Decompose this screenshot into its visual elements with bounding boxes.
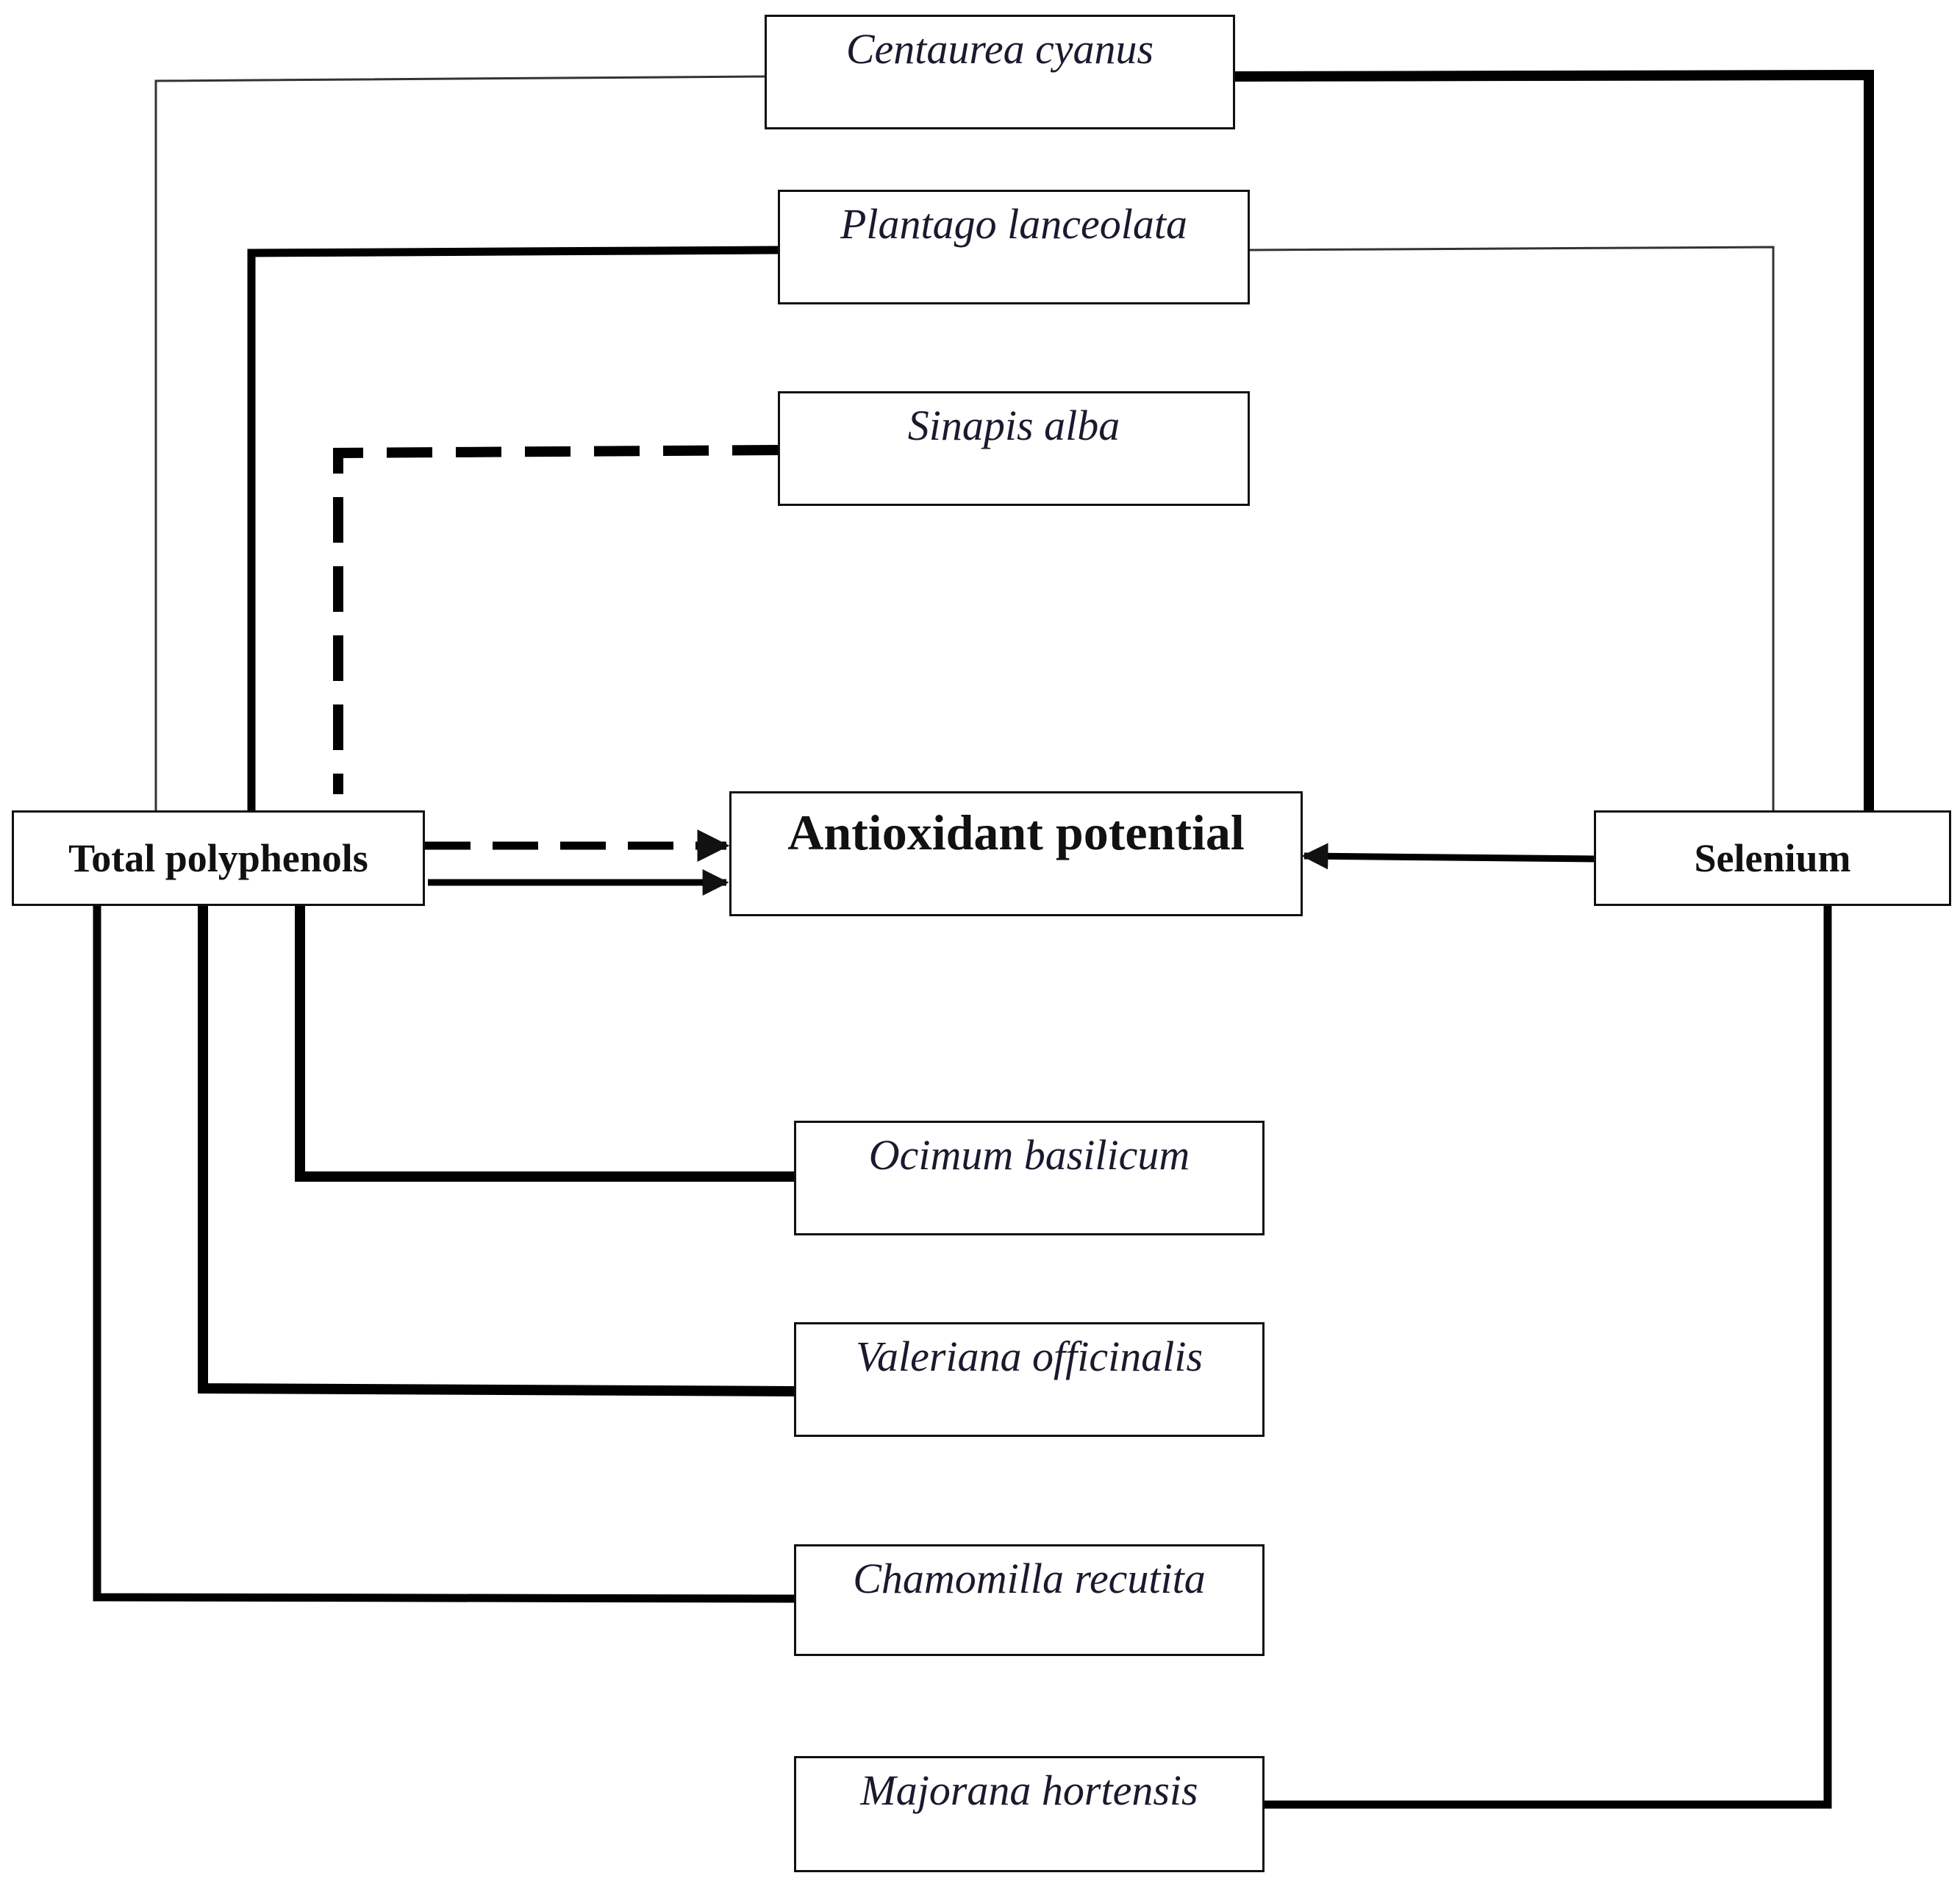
node-label: Chamomilla recutita: [853, 1555, 1206, 1602]
node-plantago-lanceolata: Plantago lanceolata: [778, 190, 1250, 304]
node-label: Antioxidant potential: [787, 804, 1245, 860]
link-centaurea-selenium: [1233, 69, 1874, 810]
node-antioxidant-potential: Antioxidant potential: [729, 791, 1303, 916]
node-label: Selenium: [1694, 836, 1851, 880]
link-ocimum-polyphenols: [295, 904, 794, 1182]
link-centaurea-polyphenols: [154, 75, 765, 810]
link-valeriana-polyphenols: [198, 904, 795, 1396]
node-label: Valeriana officinalis: [855, 1332, 1203, 1380]
node-label: Total polyphenols: [68, 836, 368, 880]
node-valeriana-officinalis: Valeriana officinalis: [794, 1322, 1265, 1437]
link-plantago-polyphenols: [247, 246, 779, 810]
node-label: Centaurea cyanus: [845, 25, 1154, 73]
link-plantago-selenium: [1248, 246, 1775, 810]
node-label: Majorana hortensis: [860, 1766, 1198, 1814]
node-label: Plantago lanceolata: [840, 200, 1187, 248]
node-label: Ocimum basilicum: [868, 1131, 1190, 1179]
node-ocimum-basilicum: Ocimum basilicum: [794, 1121, 1265, 1235]
node-selenium: Selenium: [1594, 810, 1951, 906]
node-total-polyphenols: Total polyphenols: [12, 810, 425, 906]
node-centaurea-cyanus: Centaurea cyanus: [765, 15, 1235, 129]
arrow-selenium-antioxidant: [1301, 843, 1595, 870]
node-label: Sinapis alba: [907, 402, 1120, 449]
node-chamomilla-recutita: Chamomilla recutita: [794, 1544, 1265, 1656]
node-sinapis-alba: Sinapis alba: [778, 391, 1250, 506]
link-majorana-selenium: [1263, 906, 1832, 1809]
link-chamomilla-polyphenols: [93, 904, 795, 1603]
link-sinapis-polyphenols: [333, 445, 779, 794]
node-majorana-hortensis: Majorana hortensis: [794, 1756, 1265, 1872]
